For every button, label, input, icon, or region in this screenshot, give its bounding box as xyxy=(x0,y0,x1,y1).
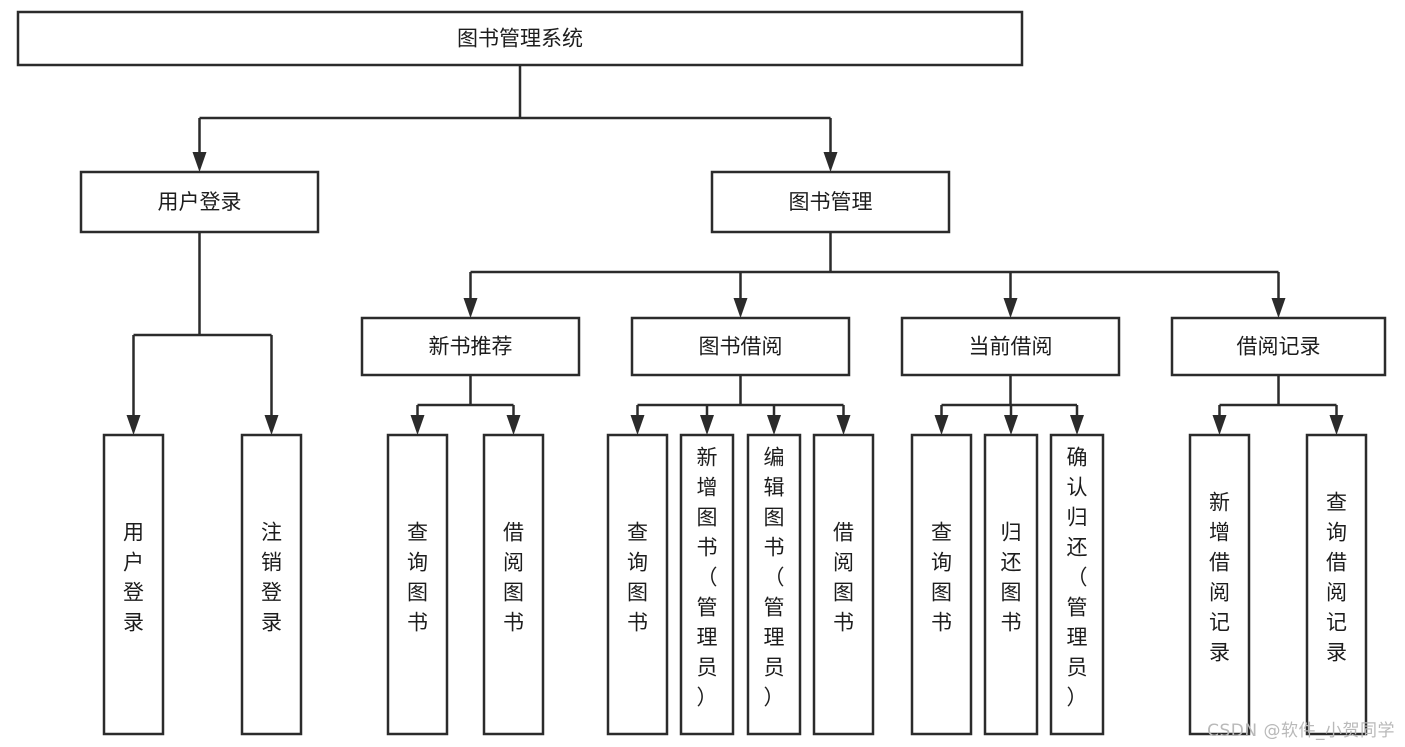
arrow-head-icon xyxy=(934,415,949,435)
node-label: 图书管理 xyxy=(789,190,873,214)
arrow-head-icon xyxy=(1004,415,1018,435)
node-box[interactable] xyxy=(360,316,581,377)
arrow-head-icon xyxy=(836,415,851,435)
node-box[interactable] xyxy=(1049,433,1105,736)
node-l3_12[interactable]: 查询借阅记录 xyxy=(1305,433,1368,736)
arrow-head-icon xyxy=(463,298,478,318)
node-label: 注销登录 xyxy=(261,521,282,635)
node-l3_11[interactable]: 新增借阅记录 xyxy=(1188,433,1251,736)
arrow-head-icon xyxy=(733,298,748,318)
arrow-head-icon xyxy=(630,415,645,435)
arrow-head-icon xyxy=(1329,415,1344,435)
node-layer: 图书管理系统用户登录图书管理新书推荐图书借阅当前借阅借阅记录用户登录注销登录查询… xyxy=(16,10,1387,736)
arrow-head-icon xyxy=(1271,298,1286,318)
arrow-head-icon xyxy=(264,415,279,435)
node-label: 用户登录 xyxy=(123,521,144,635)
node-box[interactable] xyxy=(482,433,545,736)
node-l3_8[interactable]: 查询图书 xyxy=(910,433,973,736)
node-root[interactable]: 图书管理系统 xyxy=(16,10,1024,67)
arrow-head-icon xyxy=(700,415,714,435)
node-l3_6[interactable]: 编辑图书（管理员） xyxy=(746,433,802,736)
node-l2_3[interactable]: 借阅记录 xyxy=(1170,316,1387,377)
node-label: 图书管理系统 xyxy=(457,27,583,51)
node-box[interactable] xyxy=(79,170,320,234)
arrow-head-icon xyxy=(1070,415,1084,435)
arrow-head-icon xyxy=(1003,298,1018,318)
node-label: 用户登录 xyxy=(158,190,242,214)
node-l1_1[interactable]: 图书管理 xyxy=(710,170,951,234)
node-box[interactable] xyxy=(910,433,973,736)
node-box[interactable] xyxy=(1188,433,1251,736)
node-label: 查询借阅记录 xyxy=(1326,491,1347,665)
node-box[interactable] xyxy=(679,433,735,736)
node-label: 借阅图书 xyxy=(833,521,854,635)
node-label: 编辑图书（管理员） xyxy=(764,446,785,710)
node-box[interactable] xyxy=(746,433,802,736)
node-l3_1[interactable]: 注销登录 xyxy=(240,433,303,736)
node-label: 新书推荐 xyxy=(429,335,513,359)
arrow-head-icon xyxy=(1212,415,1227,435)
node-l2_2[interactable]: 当前借阅 xyxy=(900,316,1121,377)
watermark-label: CSDN @软件_小贺同学 xyxy=(1207,721,1395,741)
node-label: 新增借阅记录 xyxy=(1209,491,1230,665)
node-box[interactable] xyxy=(630,316,851,377)
node-l2_0[interactable]: 新书推荐 xyxy=(360,316,581,377)
node-label: 借阅记录 xyxy=(1237,335,1321,359)
node-l3_9[interactable]: 归还图书 xyxy=(983,433,1039,736)
node-box[interactable] xyxy=(386,433,449,736)
node-label: 查询图书 xyxy=(407,521,428,635)
node-box[interactable] xyxy=(240,433,303,736)
node-l3_2[interactable]: 查询图书 xyxy=(386,433,449,736)
node-box[interactable] xyxy=(812,433,875,736)
arrow-head-icon xyxy=(506,415,521,435)
node-label: 确认归还（管理员） xyxy=(1067,446,1088,710)
arrow-head-icon xyxy=(410,415,425,435)
node-box[interactable] xyxy=(983,433,1039,736)
node-box[interactable] xyxy=(16,10,1024,67)
node-label: 当前借阅 xyxy=(969,335,1053,359)
arrow-head-icon xyxy=(192,152,207,172)
node-label: 新增图书（管理员） xyxy=(697,446,718,710)
node-box[interactable] xyxy=(606,433,669,736)
node-label: 查询图书 xyxy=(931,521,952,635)
node-l3_5[interactable]: 新增图书（管理员） xyxy=(679,433,735,736)
arrow-head-icon xyxy=(126,415,141,435)
connector-layer xyxy=(126,65,1344,435)
node-label: 查询图书 xyxy=(627,521,648,635)
node-l3_0[interactable]: 用户登录 xyxy=(102,433,165,736)
node-box[interactable] xyxy=(710,170,951,234)
node-label: 图书借阅 xyxy=(699,335,783,359)
node-box[interactable] xyxy=(102,433,165,736)
node-l1_0[interactable]: 用户登录 xyxy=(79,170,320,234)
node-l3_4[interactable]: 查询图书 xyxy=(606,433,669,736)
node-l3_10[interactable]: 确认归还（管理员） xyxy=(1049,433,1105,736)
node-l2_1[interactable]: 图书借阅 xyxy=(630,316,851,377)
node-box[interactable] xyxy=(900,316,1121,377)
node-label: 归还图书 xyxy=(1001,521,1022,635)
node-box[interactable] xyxy=(1170,316,1387,377)
node-box[interactable] xyxy=(1305,433,1368,736)
node-l3_3[interactable]: 借阅图书 xyxy=(482,433,545,736)
node-l3_7[interactable]: 借阅图书 xyxy=(812,433,875,736)
arrow-head-icon xyxy=(767,415,781,435)
node-label: 借阅图书 xyxy=(503,521,524,635)
arrow-head-icon xyxy=(823,152,838,172)
